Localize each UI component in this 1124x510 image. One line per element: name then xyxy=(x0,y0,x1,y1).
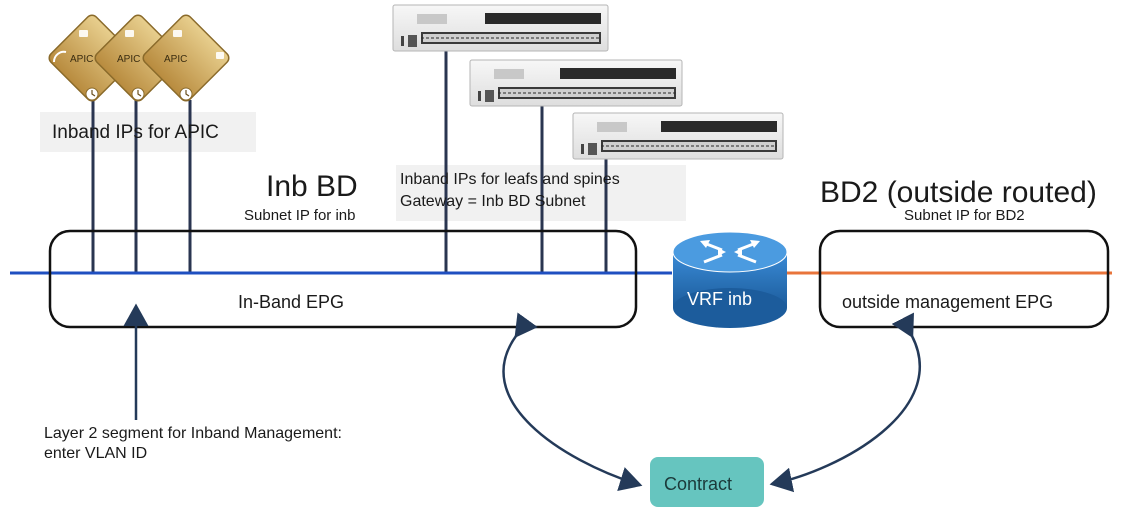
inband-bd-box xyxy=(48,229,638,329)
router-label: VRF inb xyxy=(687,289,753,309)
bd2-title: BD2 (outside routed) xyxy=(820,176,1097,209)
switch-caption-line1: Inband IPs for leafs and spines xyxy=(400,171,620,188)
inband-epg-label: In-Band EPG xyxy=(238,292,345,312)
apic-caption: Inband IPs for APIC xyxy=(52,122,219,143)
switch-icon xyxy=(572,112,784,160)
switch-icon xyxy=(392,4,609,52)
switch-icon xyxy=(469,59,683,107)
contract-arrows xyxy=(502,312,921,493)
apic-icon xyxy=(94,14,182,102)
outside-epg-label: outside management EPG xyxy=(842,292,1054,312)
switch-links xyxy=(444,50,608,273)
apic-icon xyxy=(142,14,230,102)
vlan-caption-line2: enter VLAN ID xyxy=(44,445,148,462)
apic-links xyxy=(91,100,192,273)
inb-bd-subnet: Subnet IP for inb xyxy=(244,207,356,224)
apic-caption-backdrop xyxy=(40,112,256,152)
bd2-subnet: Subnet IP for BD2 xyxy=(904,207,1025,224)
contract-box xyxy=(650,457,764,507)
router-icon xyxy=(672,231,788,328)
inb-bd-title: Inb BD xyxy=(266,170,358,203)
apic-label: APIC xyxy=(164,54,187,65)
switch-caption-line2: Gateway = Inb BD Subnet xyxy=(400,193,586,210)
bd2-box xyxy=(818,229,1110,329)
apic-label: APIC xyxy=(70,54,93,65)
apic-label: APIC xyxy=(117,54,140,65)
vlan-caption-line1: Layer 2 segment for Inband Management: xyxy=(44,425,342,442)
contract-label: Contract xyxy=(664,474,733,494)
